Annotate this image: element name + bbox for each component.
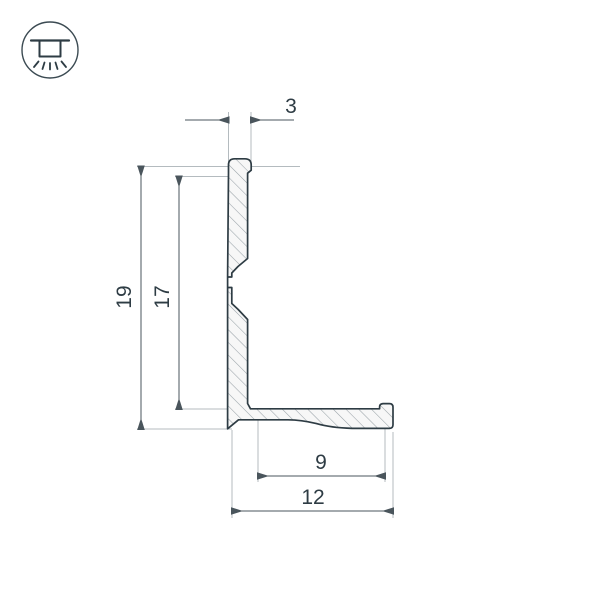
dimension-width-inner-base: 9 xyxy=(257,451,386,480)
dimension-width-top-flange: 3 xyxy=(185,95,297,124)
dimension-label-12: 12 xyxy=(301,486,324,509)
dimension-label-17: 17 xyxy=(151,285,174,308)
dimension-width-overall-base: 12 xyxy=(231,486,394,515)
dimension-label-9: 9 xyxy=(315,451,327,474)
ceiling-downlight-icon xyxy=(21,21,79,79)
profile-outline xyxy=(226,157,394,430)
dimension-height-overall: 19 xyxy=(113,165,145,430)
icon-lamp-housing xyxy=(38,41,62,58)
extension-lines xyxy=(137,112,394,518)
dimension-height-inner: 17 xyxy=(151,175,183,410)
dimension-label-3: 3 xyxy=(285,95,297,118)
dimension-label-19: 19 xyxy=(113,285,136,308)
profile-cross-section xyxy=(226,157,394,430)
icon-circle-outline xyxy=(21,21,79,79)
icon-light-rays xyxy=(33,60,67,71)
